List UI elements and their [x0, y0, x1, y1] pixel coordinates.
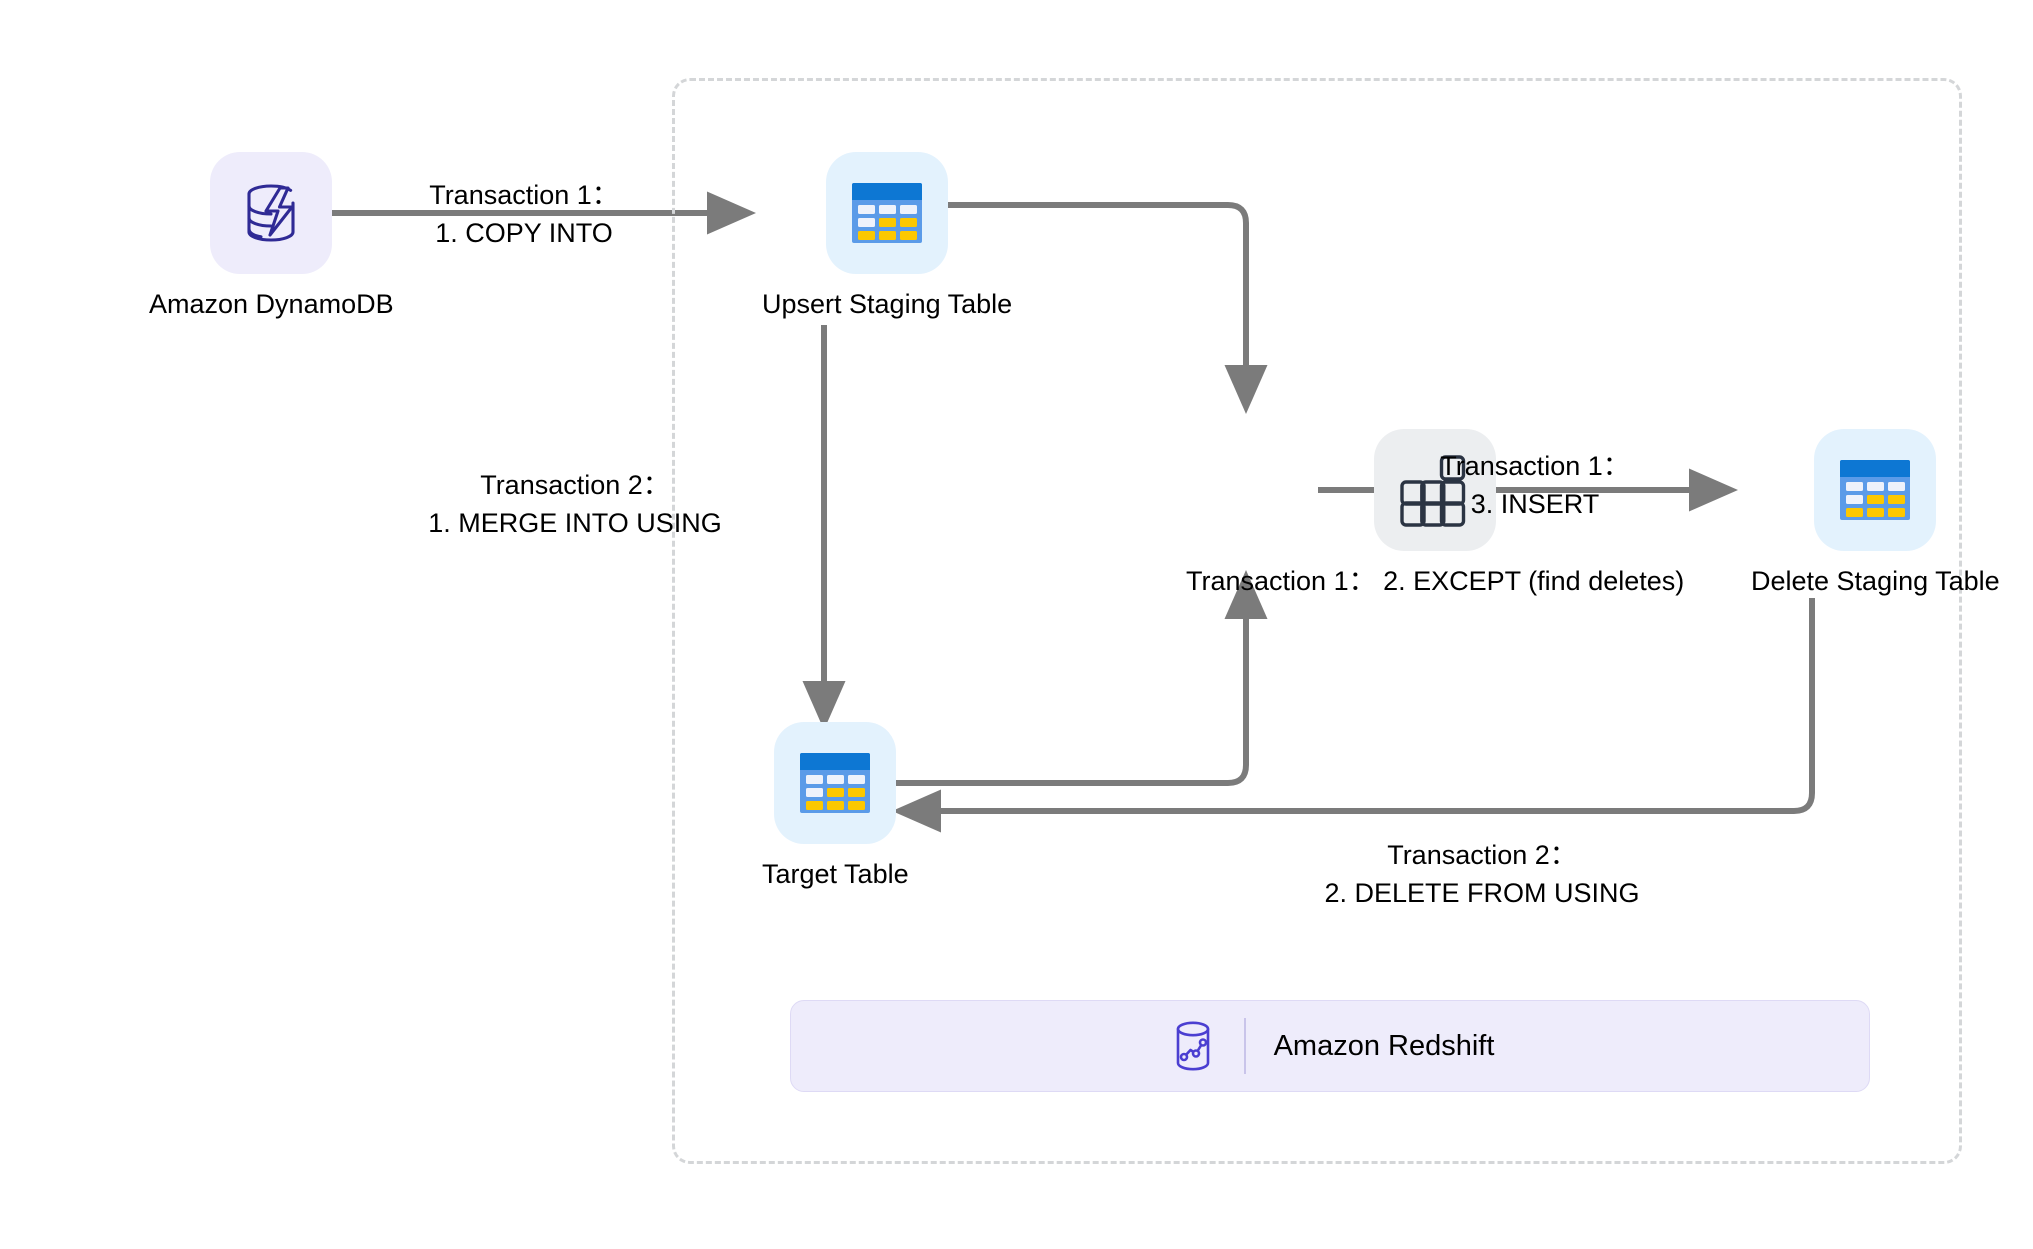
node-delete-staging-table[interactable]: Delete Staging Table	[1751, 429, 2000, 599]
target-table-tile	[774, 722, 897, 844]
edge-label-line-1: Transaction 2：	[480, 470, 670, 500]
table-icon	[800, 753, 871, 813]
edge-label-line-2: 1. COPY INTO	[435, 218, 613, 249]
service-bar-label: Amazon Redshift	[1273, 1029, 1495, 1062]
node-label: Upsert Staging Table	[762, 289, 1013, 319]
redshift-cylinder-chart-icon	[1166, 1019, 1220, 1073]
delete-staging-tile	[1814, 429, 1937, 551]
edge-label-line-2: 1. MERGE INTO USING	[428, 508, 722, 539]
edge-delete-from-using	[891, 598, 1815, 833]
edge-label-line-1: Transaction 1：	[429, 180, 619, 210]
upsert-staging-tile	[826, 152, 949, 274]
node-except-operation[interactable]: Transaction 1： 2. EXCEPT (find deletes)	[1186, 429, 1684, 599]
except-label-line-1: Transaction 1：	[1186, 566, 1376, 596]
node-amazon-dynamodb[interactable]: Amazon DynamoDB	[149, 152, 394, 322]
service-bar-divider	[1243, 1018, 1246, 1074]
edge-label-merge-into-using: Transaction 2： 1. MERGE INTO USING	[395, 466, 755, 543]
redshift-region-boundary	[672, 78, 1962, 1164]
node-label: Delete Staging Table	[1751, 566, 2000, 596]
table-icon	[1840, 460, 1911, 520]
except-label-line-2: 2. EXCEPT (find deletes)	[1383, 566, 1685, 596]
edge-label-line-1: Transaction 1：	[1440, 451, 1630, 481]
set-difference-squares-icon	[1400, 455, 1466, 527]
edge-label-delete-from-using: Transaction 2： 2. DELETE FROM USING	[1297, 836, 1667, 913]
node-label: Target Table	[762, 859, 909, 889]
dynamodb-database-bolt-icon	[247, 184, 295, 242]
node-label: Transaction 1： 2. EXCEPT (find deletes)	[1186, 565, 1684, 599]
table-icon	[852, 183, 923, 243]
amazon-redshift-service-bar: Amazon Redshift	[790, 1000, 1870, 1092]
edge-label-line-2: 3. INSERT	[1470, 489, 1600, 520]
node-target-table[interactable]: Target Table	[762, 722, 909, 892]
edge-label-line-2: 2. DELETE FROM USING	[1324, 878, 1640, 909]
edge-label-copy-into: Transaction 1： 1. COPY INTO	[424, 176, 624, 253]
node-label: Amazon DynamoDB	[149, 289, 394, 319]
edge-upsert-to-except	[884, 202, 1268, 415]
except-tile	[1374, 429, 1497, 551]
node-upsert-staging-table[interactable]: Upsert Staging Table	[762, 152, 1012, 322]
dynamodb-tile	[210, 152, 333, 274]
edge-label-line-1: Transaction 2：	[1387, 840, 1577, 870]
edge-label-insert: Transaction 1： 3. INSERT	[1430, 447, 1640, 524]
edge-target-to-except	[884, 569, 1268, 786]
